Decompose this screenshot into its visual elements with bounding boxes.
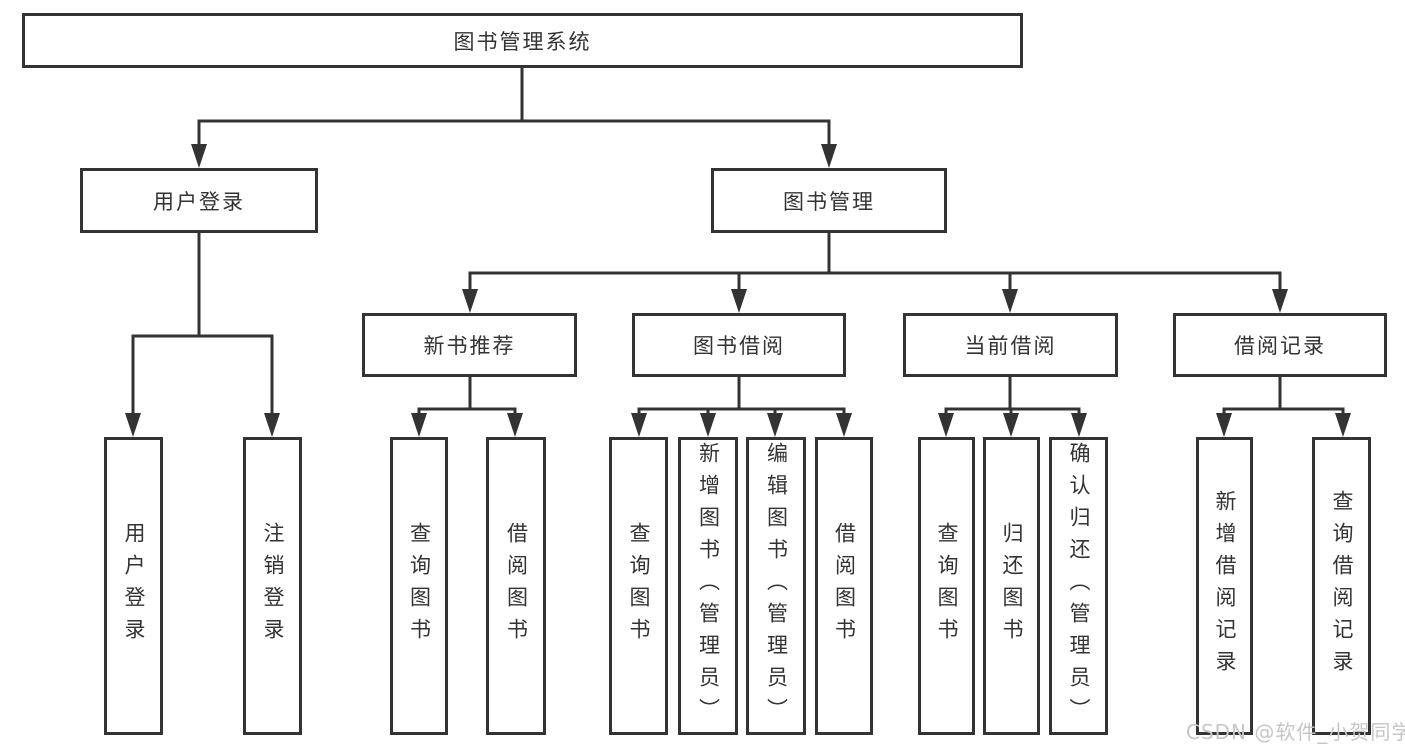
connector-current-borrow [944,377,1081,417]
node-system-root: 图书管理系统 [22,13,1023,68]
node-leaf-add-book-admin: 新增图书（管理员） [678,437,738,735]
arrow-down-icon [1003,413,1019,437]
node-leaf-query-borrow-record: 查询借阅记录 [1312,437,1371,735]
node-current-borrow: 当前借阅 [903,313,1118,377]
arrow-down-icon [462,289,478,313]
node-book-borrow: 图书借阅 [632,313,846,377]
node-leaf-logout: 注销登录 [243,437,302,735]
arrow-down-icon [191,144,207,168]
node-new-book-recommend: 新书推荐 [362,313,577,377]
arrow-down-icon [700,413,716,437]
arrow-down-icon [731,289,747,313]
arrow-down-icon [821,144,837,168]
connector-new-book [417,377,517,417]
connector-root [197,68,831,148]
arrow-down-icon [1272,289,1288,313]
node-book-management: 图书管理 [711,168,947,233]
node-leaf-add-borrow-record: 新增借阅记录 [1196,437,1253,735]
arrowheads [125,144,1351,437]
node-borrow-records: 借阅记录 [1173,313,1387,377]
arrow-down-icon [631,413,647,437]
node-user-login: 用户登录 [80,168,318,233]
arrow-down-icon [767,413,783,437]
node-leaf-edit-book-admin: 编辑图书（管理员） [746,437,806,735]
connector-user-login [131,233,274,417]
watermark: CSDN @软件_小贺同学 [1186,720,1405,744]
arrow-down-icon [125,413,141,437]
node-leaf-query-books-3: 查询图书 [918,437,975,735]
arrow-down-icon [264,413,280,437]
connector-book-management [468,233,1282,292]
connector-borrow-records [1222,377,1345,417]
node-leaf-query-books-1: 查询图书 [390,437,448,735]
arrow-down-icon [836,413,852,437]
node-leaf-return-book: 归还图书 [983,437,1040,735]
arrow-down-icon [507,413,523,437]
arrow-down-icon [1216,413,1232,437]
arrow-down-icon [938,413,954,437]
arrow-down-icon [1335,413,1351,437]
arrow-down-icon [411,413,427,437]
node-leaf-query-books-2: 查询图书 [609,437,668,735]
node-leaf-confirm-return-admin: 确认归还（管理员） [1049,437,1108,735]
arrow-down-icon [1002,289,1018,313]
arrow-down-icon [1071,413,1087,437]
node-leaf-borrow-books-2: 借阅图书 [815,437,873,735]
node-leaf-user-login: 用户登录 [104,437,163,735]
node-leaf-borrow-books-1: 借阅图书 [486,437,546,735]
connector-book-borrow [637,377,846,417]
